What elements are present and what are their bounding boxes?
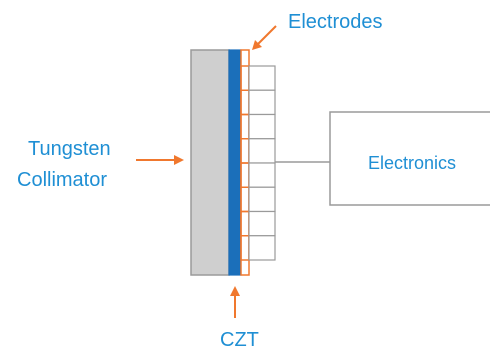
electrode-pad (248, 89, 276, 116)
electrode-pads (248, 65, 276, 261)
collimator-arrowhead (174, 155, 184, 165)
electrode-pad (248, 113, 276, 140)
czt-crystal-layer (228, 49, 242, 276)
electrodes-label: Electrodes (288, 11, 383, 33)
electrode-strip (240, 49, 250, 276)
czt-label: CZT (220, 329, 259, 351)
electrode-pad (248, 138, 276, 164)
electrodes-arrowhead (252, 40, 262, 50)
electronics-label: Electronics (368, 153, 456, 173)
electrode-pad (248, 210, 276, 237)
electrode-pad (248, 235, 276, 261)
electrode-pad (248, 186, 276, 213)
czt-arrowhead (230, 286, 240, 296)
electrodes-arrow (255, 25, 277, 47)
collimator-label-line2: Collimator (17, 169, 107, 191)
tungsten-collimator-block (190, 49, 230, 276)
collimator-label-line1: Tungsten (28, 138, 111, 160)
electrode-pad (248, 65, 276, 91)
electrode-pad (248, 162, 276, 188)
electronics-box (329, 111, 490, 206)
